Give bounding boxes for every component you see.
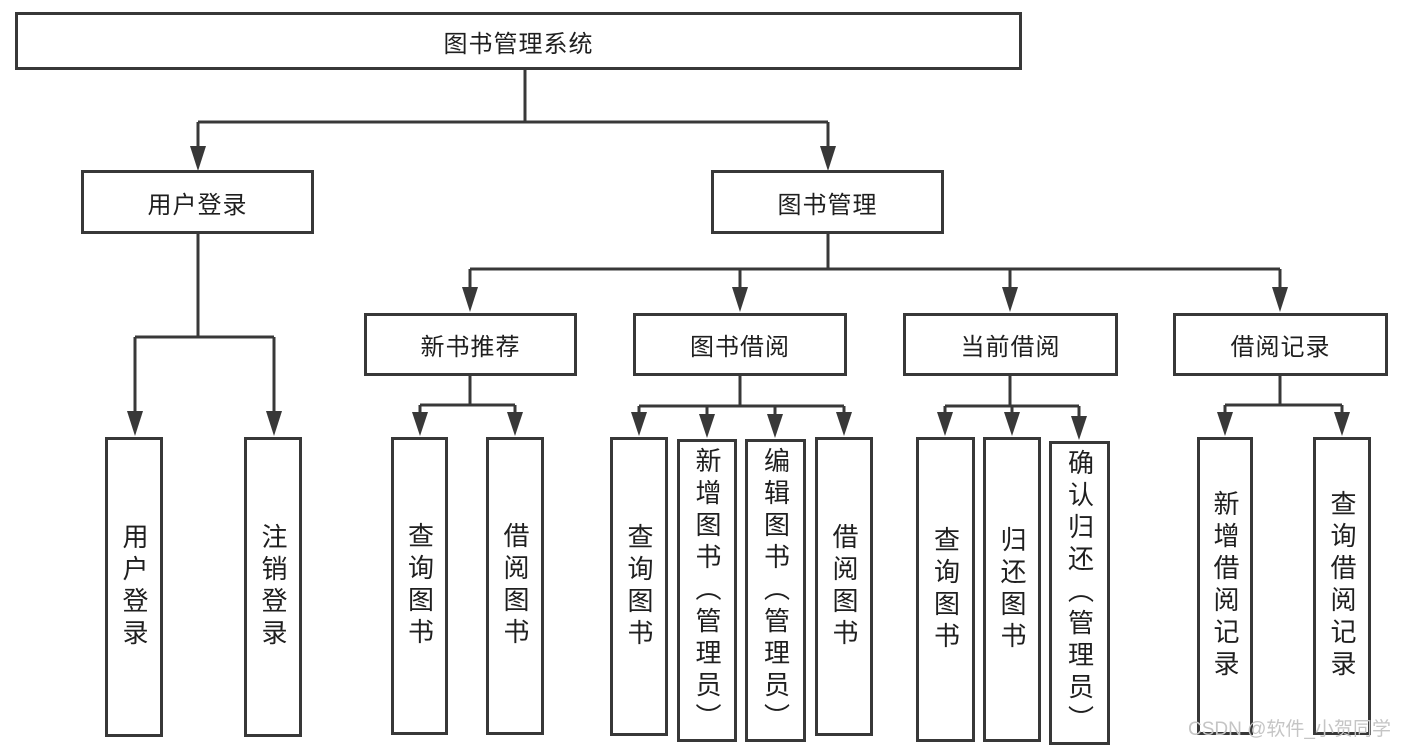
arrow-down-icon [1272,287,1288,312]
node-label: 查询图书 [404,522,435,650]
node-leaf-add-book-admin: 新增图书（管理员） [677,439,737,742]
node-leaf-edit-book-admin: 编辑图书（管理员） [745,439,806,742]
connector-user-login-children [127,234,282,436]
arrow-down-icon [1334,412,1350,436]
node-leaf-confirm-return-admin: 确认归还（管理员） [1049,441,1110,745]
node-label: 借阅图书 [500,522,530,650]
arrow-down-icon [820,146,836,171]
connector-book-management-level3 [462,234,1288,312]
node-leaf-return-book: 归还图书 [983,437,1041,742]
arrow-down-icon [462,287,478,312]
arrow-down-icon [127,411,143,436]
arrow-down-icon [699,414,715,438]
node-leaf-logout: 注销登录 [244,437,302,737]
node-leaf-query-books-recommend: 查询图书 [391,437,448,735]
connector-new-book-recommend-children [412,376,523,436]
connector-borrow-records-children [1217,376,1350,436]
arrow-down-icon [767,414,783,438]
node-label: 查询借阅记录 [1327,490,1357,682]
node-leaf-query-books-current: 查询图书 [916,437,975,742]
csdn-watermark: CSDN @软件_小贺同学 [1188,719,1391,740]
node-label: 确认归还（管理员） [1064,449,1095,737]
arrow-down-icon [836,412,852,436]
node-leaf-query-borrow-record: 查询借阅记录 [1313,437,1371,735]
node-leaf-add-borrow-record: 新增借阅记录 [1197,437,1253,735]
arrow-down-icon [937,412,953,436]
node-label: 新增借阅记录 [1210,490,1240,682]
node-label: 注销登录 [258,523,288,651]
node-borrow-records: 借阅记录 [1173,313,1388,376]
node-leaf-borrow-books: 借阅图书 [815,437,873,736]
arrow-down-icon [1002,287,1018,312]
arrow-down-icon [631,412,647,436]
arrow-down-icon [412,412,428,436]
arrow-down-icon [190,146,206,171]
node-label: 查询图书 [624,522,654,651]
node-book-management: 图书管理 [711,170,944,234]
arrow-down-icon [507,412,523,436]
connector-root-to-level2 [190,70,836,171]
node-leaf-borrow-books-recommend: 借阅图书 [486,437,544,735]
node-user-login: 用户登录 [81,170,314,234]
node-new-book-recommend: 新书推荐 [364,313,577,376]
node-label: 借阅图书 [829,522,859,651]
arrow-down-icon [1071,416,1087,440]
arrow-down-icon [732,287,748,312]
node-library-management-system: 图书管理系统 [15,12,1022,70]
arrow-down-icon [1217,412,1233,436]
node-label: 编辑图书（管理员） [760,446,791,735]
arrow-down-icon [266,411,282,436]
connector-book-borrow-children [631,376,852,438]
node-current-borrow: 当前借阅 [903,313,1118,376]
node-leaf-query-books-borrow: 查询图书 [610,437,668,736]
node-label: 新增图书（管理员） [692,446,722,735]
node-book-borrow: 图书借阅 [633,313,847,376]
node-label: 查询图书 [930,525,961,654]
arrow-down-icon [1004,412,1020,436]
node-leaf-user-login: 用户登录 [105,437,163,737]
node-label: 用户登录 [119,523,149,651]
node-label: 归还图书 [997,525,1027,654]
connector-current-borrow-children [937,376,1087,440]
